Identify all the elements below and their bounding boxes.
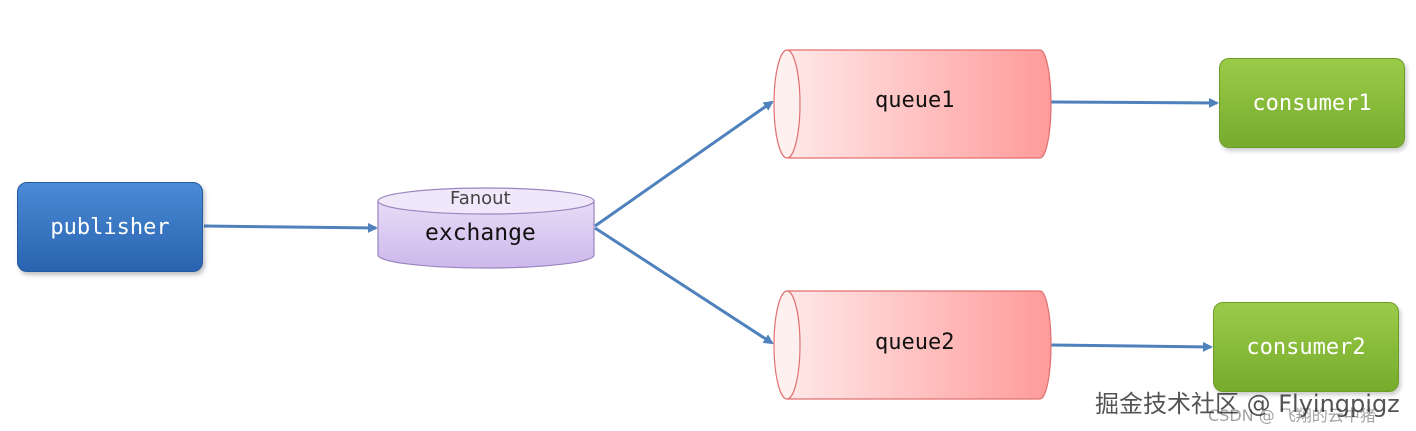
consumer2-label: consumer2 bbox=[1246, 334, 1366, 360]
queue1-label: queue1 bbox=[875, 88, 955, 113]
publisher-node: publisher bbox=[17, 182, 203, 272]
exchange-label: exchange bbox=[425, 220, 536, 246]
publisher-label: publisher bbox=[50, 214, 170, 240]
queue1-node bbox=[773, 49, 1052, 159]
edge-exchange-queue1 bbox=[594, 100, 774, 228]
exchange-type-label: Fanout bbox=[450, 188, 511, 209]
consumer2-node: consumer2 bbox=[1213, 302, 1399, 392]
exchange-node bbox=[377, 187, 595, 269]
juejin-watermark: 掘金技术社区 @ Flyingpigz bbox=[1095, 390, 1400, 418]
edge-queue2-consumer2 bbox=[1050, 341, 1213, 352]
edge-publisher-exchange bbox=[203, 222, 378, 233]
edge-exchange-queue2 bbox=[594, 226, 774, 345]
queue2-node bbox=[773, 290, 1052, 400]
edge-queue1-consumer1 bbox=[1050, 97, 1219, 108]
consumer1-node: consumer1 bbox=[1219, 58, 1405, 148]
queue2-label: queue2 bbox=[875, 330, 955, 355]
csdn-watermark: CSDN @ 飞翔的云中猪 bbox=[1208, 406, 1376, 425]
consumer1-label: consumer1 bbox=[1252, 90, 1372, 116]
